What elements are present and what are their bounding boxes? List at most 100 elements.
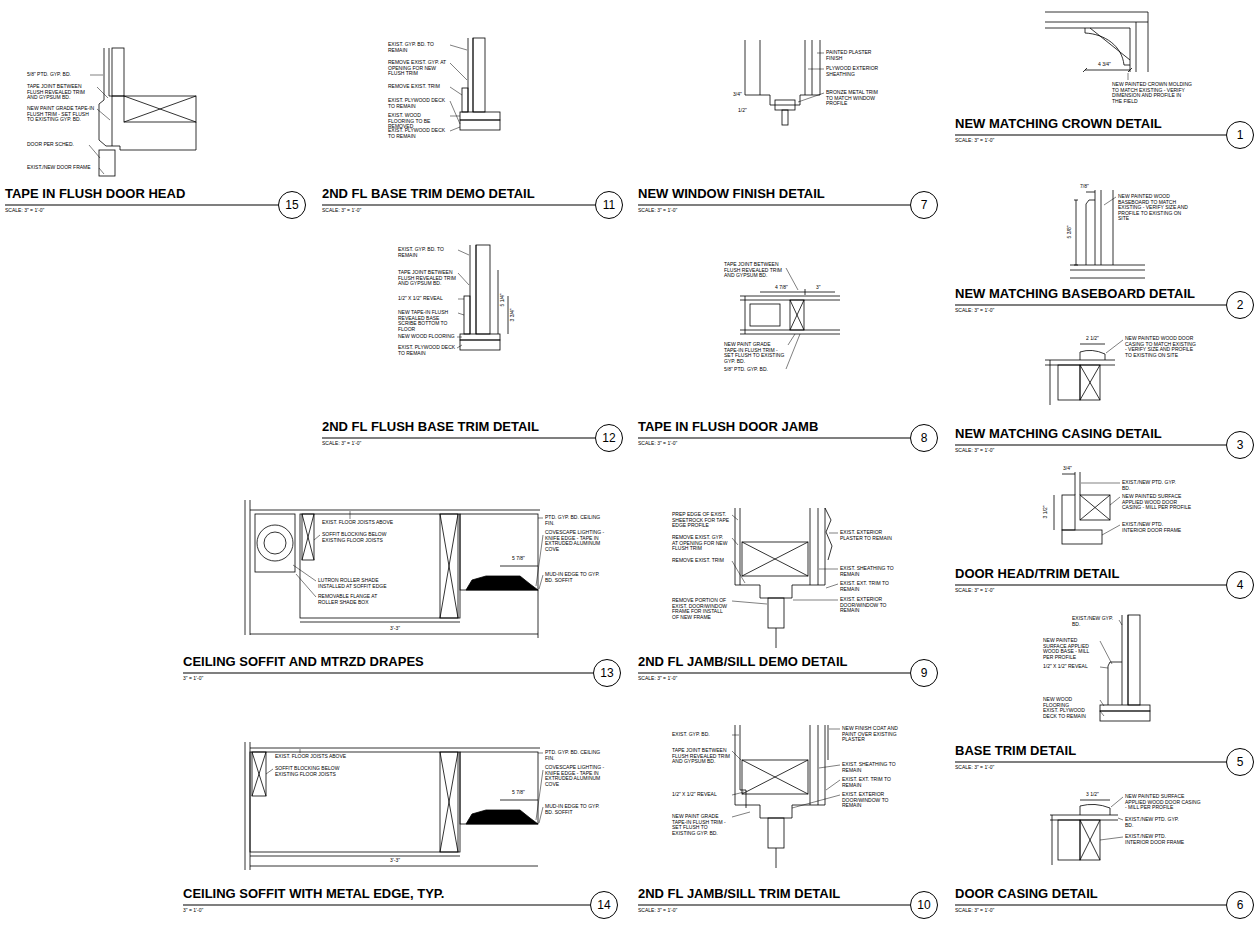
- callout-number: 9: [921, 667, 928, 679]
- section-line: [740, 334, 840, 335]
- framing-member: [99, 150, 115, 176]
- detail-callout-circle: 13: [593, 659, 621, 687]
- framing-member: [255, 514, 295, 572]
- annotation-note: TAPE JOINT BETWEEN FLUSH REVEALED TRIM A…: [724, 262, 784, 279]
- title-underline: [955, 761, 1226, 762]
- annotation-note: EXIST./NEW PTD. GYP. BD.: [1125, 817, 1185, 828]
- annotation-note: BRONZE METAL TRIM TO MATCH WINDOW PROFIL…: [826, 90, 881, 107]
- scale-note: SCALE: 3" = 1'-0": [322, 208, 361, 214]
- detail-title: NEW WINDOW FINISH DETAIL: [638, 187, 825, 200]
- scale-note: SCALE: 3" = 1'-0": [955, 448, 994, 454]
- annotation-note: EXIST. GYP. BD.: [672, 732, 730, 738]
- framing-member: [124, 96, 196, 122]
- framing-member: [1128, 615, 1140, 705]
- callout-number: 14: [597, 899, 610, 911]
- section-line: [1080, 472, 1081, 495]
- annotation-note: TAPE JOINT BETWEEN FLUSH REVEALED TRIM A…: [398, 270, 456, 287]
- door-head-section: [89, 48, 196, 176]
- section-line: [812, 40, 813, 95]
- framing-member: [1100, 705, 1150, 711]
- section-line: [825, 508, 832, 560]
- leader-line: [1111, 797, 1123, 807]
- callout-number: 7: [921, 199, 928, 211]
- annotation-note: NEW PAINT GRADE TAPE-IN FLUSH TRIM - SET…: [27, 106, 95, 123]
- callout-number: 11: [603, 199, 615, 211]
- title-underlines: [5, 135, 1226, 905]
- section-line: [1045, 12, 1148, 13]
- leader-line: [792, 795, 840, 808]
- framing-member: [440, 752, 458, 852]
- section-line: [790, 300, 804, 330]
- leader-line: [1100, 700, 1104, 706]
- leader-line: [89, 145, 100, 158]
- annotation-note: REMOVE EXIST. GYP. AT OPENING FOR NEW FL…: [672, 535, 730, 552]
- annotation-note: EXIST. EXTERIOR DOOR/WINDOW TO REMAIN: [842, 792, 902, 809]
- detail-callout-circle: 15: [278, 191, 306, 219]
- leader-line: [788, 334, 795, 345]
- leader-line: [450, 127, 460, 131]
- framing-member: [1080, 365, 1100, 400]
- framing-member: [250, 752, 460, 852]
- annotation-note: EXIST. EXTERIOR PLASTER TO REMAIN: [840, 530, 900, 541]
- leader-line: [457, 345, 462, 348]
- title-underline: [322, 437, 595, 438]
- section-line: [252, 752, 266, 796]
- detail-callout-circle: 12: [595, 424, 623, 452]
- callout-number: 1: [1237, 129, 1244, 141]
- annotation-note: SOFFIT BLOCKING BELOW EXISTING FLOOR JOI…: [275, 766, 355, 777]
- annotation-note: NEW PAINTED WOOD DOOR CASING TO MATCH EX…: [1125, 336, 1197, 358]
- detail-callout-circle: 11: [595, 191, 623, 219]
- annotation-note: EXIST. PLYWOOD DECK TO REMAIN: [1043, 708, 1098, 719]
- title-underline: [955, 444, 1226, 445]
- annotation-note: EXIST./NEW PTD. GYP. BD.: [1122, 480, 1182, 491]
- scale-note: 3" = 1'-0": [183, 676, 203, 682]
- section-line: [104, 48, 105, 100]
- detail-title: TAPE IN FLUSH DOOR HEAD: [5, 187, 185, 200]
- section-line: [302, 514, 314, 560]
- detail-title: CEILING SOFFIT AND MTRZD DRAPES: [183, 655, 424, 668]
- section-line: [302, 514, 314, 560]
- annotation-note: REMOVE PORTION OF EXIST. DOOR/WINDOW FRA…: [672, 598, 730, 620]
- scale-note: 3" = 1'-0": [183, 908, 203, 914]
- framing-member: [476, 245, 490, 334]
- section-line: [1128, 68, 1132, 72]
- section-line: [745, 296, 746, 334]
- leader-line: [97, 109, 110, 120]
- detail-callout-circle: 1: [1226, 121, 1254, 149]
- soffit-metal-edge-section: [245, 742, 543, 870]
- section-line: [1113, 190, 1114, 265]
- detail-title: TAPE IN FLUSH DOOR JAMB: [638, 420, 818, 433]
- scale-note: SCALE: 3" = 1'-0": [638, 208, 677, 214]
- annotation-note: EXIST. FLOOR JOISTS ABOVE: [275, 754, 365, 760]
- leader-line: [732, 538, 738, 545]
- framing-member: [742, 760, 808, 794]
- section-line: [1045, 28, 1130, 29]
- leader-line: [1119, 620, 1122, 625]
- section-line: [1085, 70, 1130, 71]
- annotation-note: DOOR PER SCHED.: [27, 142, 87, 148]
- section-line: [500, 566, 538, 567]
- framing-member: [440, 514, 458, 618]
- section-line: [250, 634, 538, 635]
- detail-callout-circle: 10: [910, 891, 938, 919]
- section-line: [1086, 192, 1095, 193]
- leader-line: [793, 600, 838, 601]
- framing-member: [742, 542, 808, 576]
- title-underline: [183, 672, 593, 673]
- framing-member: [1100, 711, 1150, 721]
- leader-line: [732, 601, 767, 604]
- callout-number: 3: [1237, 439, 1244, 451]
- section-line: [538, 590, 539, 638]
- section-line: [1080, 804, 1110, 815]
- annotation-note: EXIST. PLYWOOD DECK TO REMAIN: [388, 128, 448, 139]
- scale-note: SCALE: 3" = 1'-0": [955, 308, 994, 314]
- dimension-text: 2 1/2": [1086, 336, 1099, 342]
- section-line: [252, 752, 266, 796]
- section-line: [760, 292, 835, 293]
- framing-member: [460, 334, 500, 340]
- section-line: [1148, 12, 1149, 72]
- section-line: [109, 48, 110, 96]
- section-line: [735, 585, 825, 598]
- section-line: [825, 508, 826, 585]
